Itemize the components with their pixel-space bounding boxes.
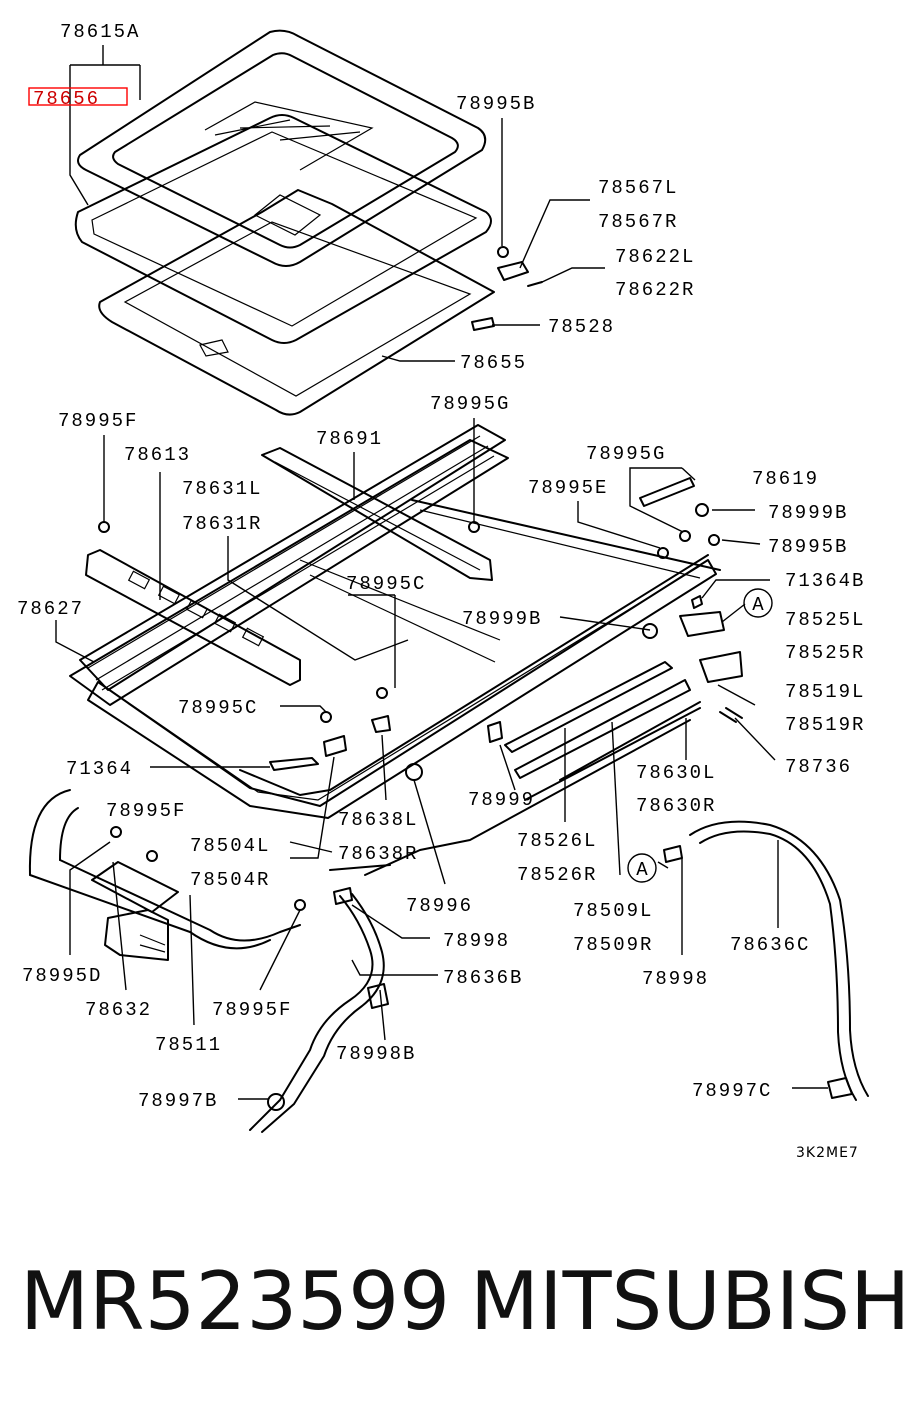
circle-mark: A <box>636 859 648 881</box>
part-label: 78999B <box>768 502 848 524</box>
part-label: 78613 <box>124 444 191 466</box>
part-label: 78996 <box>406 895 473 917</box>
part-label: 78995E <box>528 477 608 499</box>
part-label: 78567L <box>598 177 678 199</box>
part-label: 78995G <box>430 393 510 415</box>
part-label: 78528 <box>548 316 615 338</box>
circle-mark: A <box>752 594 764 616</box>
circle-marks: A A <box>627 588 773 883</box>
part-label: 71364B <box>785 570 865 592</box>
part-label: 78525L <box>785 609 865 631</box>
part-label: 78995B <box>456 93 536 115</box>
part-label: 78995B <box>768 536 848 558</box>
part-label: 78632 <box>85 999 152 1021</box>
part-label: 78997B <box>138 1090 218 1112</box>
part-label: 78691 <box>316 428 383 450</box>
part-label: 78999B <box>462 608 542 630</box>
part-label: 78622L <box>615 246 695 268</box>
part-label: 78509R <box>573 934 653 956</box>
part-label: 78567R <box>598 211 678 233</box>
part-label: 78998B <box>336 1043 416 1065</box>
part-label: 78504L <box>190 835 270 857</box>
glass-panel-drawing <box>74 29 495 416</box>
part-label: 78999 <box>468 789 535 811</box>
part-label: 78995F <box>58 410 138 432</box>
part-label: 78638L <box>338 809 418 831</box>
part-label: 78631R <box>182 513 262 535</box>
part-label: 78636C <box>730 934 810 956</box>
part-label: 78511 <box>155 1034 222 1056</box>
part-label: 78619 <box>752 468 819 490</box>
motor-and-hoses-drawing <box>28 789 869 1133</box>
part-label: 78526L <box>517 830 597 852</box>
part-label: 78526R <box>517 864 597 886</box>
part-label: 78630R <box>636 795 716 817</box>
part-label: 78630L <box>636 762 716 784</box>
sunroof-frame-drawing <box>69 424 721 876</box>
part-label-highlighted: 78656 <box>33 88 100 110</box>
part-label: 78622R <box>615 279 695 301</box>
caption-brand: MITSUBISHI <box>470 1255 909 1348</box>
part-label: 78655 <box>460 352 527 374</box>
caption-part-number: MR523599 <box>20 1255 450 1348</box>
part-label: 78509L <box>573 900 653 922</box>
part-label: 78995F <box>212 999 292 1021</box>
part-label: 78627 <box>17 598 84 620</box>
highlight-box <box>28 87 128 106</box>
part-label: 78998 <box>443 930 510 952</box>
part-label: 78995F <box>106 800 186 822</box>
part-label: 78998 <box>642 968 709 990</box>
part-label: 78995G <box>586 443 666 465</box>
part-label: 78995C <box>178 697 258 719</box>
part-label: 78525R <box>785 642 865 664</box>
diagram-code: 3K2ME7 <box>796 1145 859 1161</box>
part-label: 78995C <box>346 573 426 595</box>
part-labels: 78615A 78656 78995B 78567L 78567R 78622L… <box>17 21 865 1161</box>
part-label: 78995D <box>22 965 102 987</box>
leader-lines <box>55 45 828 1100</box>
part-label: 78519R <box>785 714 865 736</box>
part-label: 78638R <box>338 843 418 865</box>
part-label: 78631L <box>182 478 262 500</box>
part-label: 78504R <box>190 869 270 891</box>
part-label: 78636B <box>443 967 523 989</box>
part-label: 78997C <box>692 1080 772 1102</box>
part-label: 71364 <box>66 758 133 780</box>
part-label: 78519L <box>785 681 865 703</box>
part-label: 78736 <box>785 756 852 778</box>
part-label: 78615A <box>60 21 140 43</box>
